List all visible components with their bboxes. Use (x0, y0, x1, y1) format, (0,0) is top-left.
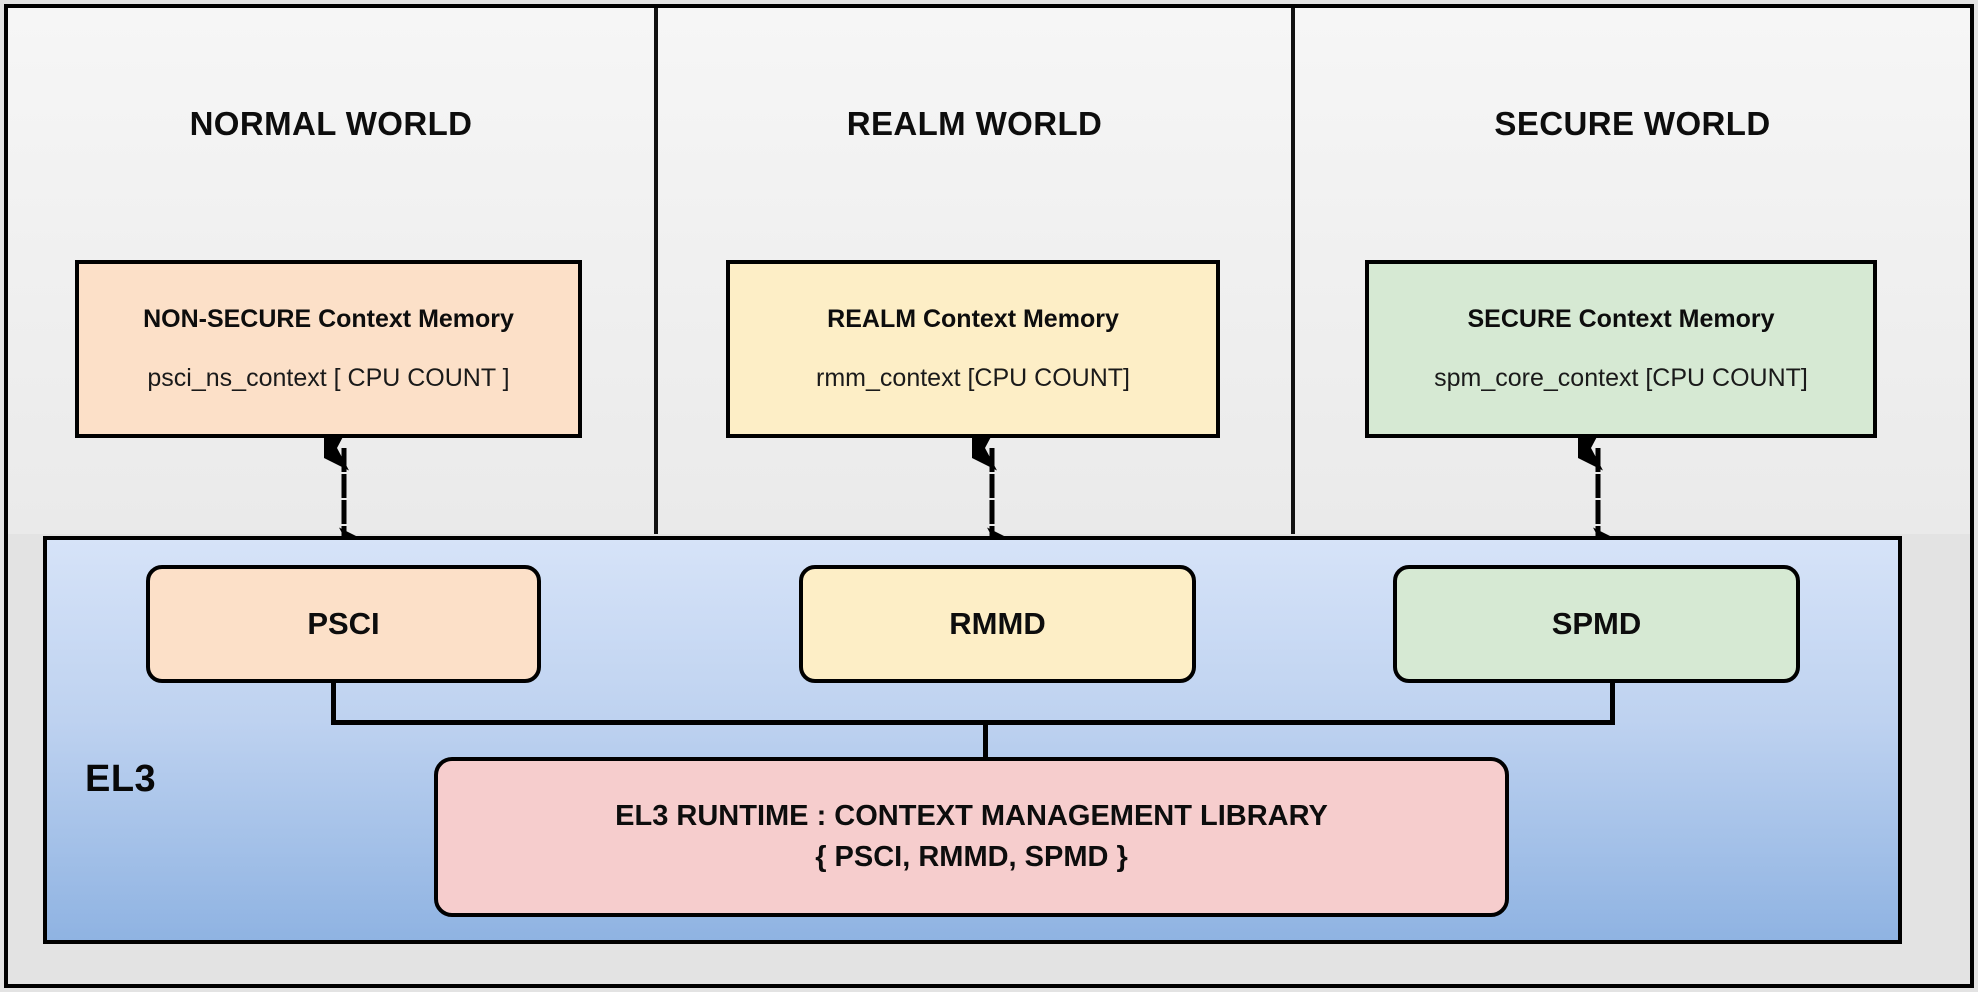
context-memory-symbol-secure: spm_core_context [CPU COUNT] (1434, 364, 1808, 392)
context-memory-box-non-secure: NON-SECURE Context Memory psci_ns_contex… (75, 260, 582, 438)
connector-stub-spmd (1610, 683, 1615, 725)
dispatcher-spmd[interactable]: SPMD (1393, 565, 1800, 683)
world-divider-normal-realm (654, 8, 658, 534)
dashed-arrow-realm (972, 438, 1012, 560)
el3-runtime-library-box[interactable]: EL3 RUNTIME : CONTEXT MANAGEMENT LIBRARY… (434, 757, 1509, 917)
context-memory-box-realm: REALM Context Memory rmm_context [CPU CO… (726, 260, 1220, 438)
context-memory-title-non-secure: NON-SECURE Context Memory (143, 305, 514, 333)
el3-runtime-line-2: { PSCI, RMMD, SPMD } (815, 841, 1128, 873)
context-memory-symbol-realm: rmm_context [CPU COUNT] (816, 364, 1130, 392)
context-memory-title-realm: REALM Context Memory (827, 305, 1119, 333)
dashed-arrow-secure (1578, 438, 1618, 560)
context-memory-box-secure: SECURE Context Memory spm_core_context [… (1365, 260, 1877, 438)
connector-horizontal-bus (331, 720, 1615, 725)
world-title-realm: REALM WORLD (846, 105, 1103, 142)
world-title-secure: SECURE WORLD (1494, 105, 1771, 142)
context-memory-title-secure: SECURE Context Memory (1467, 305, 1775, 333)
world-divider-realm-secure (1291, 8, 1295, 534)
el3-runtime-line-1: EL3 RUNTIME : CONTEXT MANAGEMENT LIBRARY (615, 799, 1328, 832)
dispatcher-rmmd[interactable]: RMMD (799, 565, 1196, 683)
connector-stub-psci (331, 683, 336, 725)
world-title-normal: NORMAL WORLD (189, 105, 473, 142)
connector-drop-to-runtime (983, 720, 988, 760)
dispatcher-psci[interactable]: PSCI (146, 565, 541, 683)
dashed-arrow-non-secure (324, 438, 364, 560)
context-memory-symbol-non-secure: psci_ns_context [ CPU COUNT ] (147, 364, 510, 392)
el3-panel-label: EL3 (85, 758, 157, 800)
